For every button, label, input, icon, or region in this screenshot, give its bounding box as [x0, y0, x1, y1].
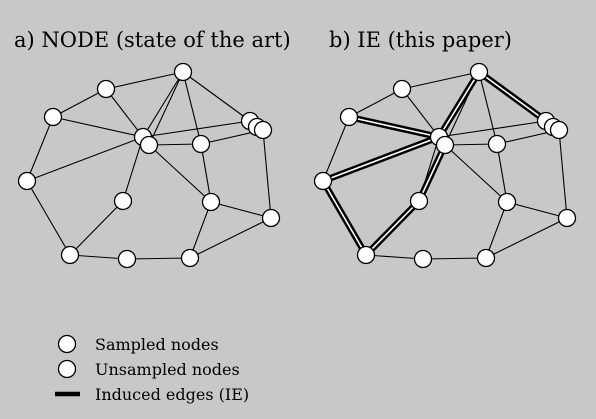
- panel-b-node: [356, 245, 376, 265]
- panel-a-node: [173, 62, 193, 82]
- panel-a-edge: [182, 71, 251, 122]
- panel-a-graph: [17, 62, 281, 269]
- panel-a-edge: [262, 129, 272, 219]
- panel-a-edge: [69, 200, 124, 256]
- legend-sampled-node: [57, 334, 77, 354]
- panel-a-node: [253, 120, 273, 140]
- panel-b-node: [476, 248, 496, 268]
- panel-b-edge: [322, 116, 350, 182]
- panel-a-edge: [189, 217, 272, 259]
- legend-unsampled-node: [57, 359, 77, 379]
- panel-a-edge: [105, 88, 144, 138]
- panel-b-induced-edge-stripe: [322, 180, 367, 256]
- legend-unsampled-label: Unsampled nodes: [95, 360, 240, 379]
- panel-b-edge: [496, 143, 508, 203]
- panel-b-edge: [438, 120, 547, 138]
- panel-b-edge: [401, 71, 480, 90]
- panel-a-node: [43, 107, 63, 127]
- panel-b-edge: [444, 144, 508, 203]
- panel-b-edge: [485, 201, 508, 259]
- panel-b-induced-edge-stripe: [348, 116, 440, 138]
- panel-b-node: [409, 191, 429, 211]
- panel-a-edge: [142, 120, 251, 138]
- panel-b-node: [313, 171, 333, 191]
- panel-b-induced-edge-stripe: [418, 144, 446, 202]
- panel-a-node: [180, 248, 200, 268]
- panel-a-edge: [26, 136, 144, 182]
- panel-a-node: [96, 79, 116, 99]
- panel-a-edge: [52, 88, 107, 118]
- panel-b-edge: [478, 71, 498, 145]
- legend: Sampled nodes Unsampled nodes Induced ed…: [55, 334, 249, 404]
- panel-a-node: [17, 171, 37, 191]
- panel-b-node: [497, 192, 517, 212]
- panel-a-edge: [148, 144, 212, 203]
- panel-b-node: [435, 135, 455, 155]
- panel-a-node: [191, 134, 211, 154]
- panel-a-edge: [69, 254, 128, 260]
- panel-a-edge: [189, 201, 212, 259]
- panel-a-edge: [105, 71, 184, 90]
- panel-a-edge: [52, 116, 144, 138]
- panel-b-induced-edge-stripe: [478, 71, 547, 122]
- panel-b-edge: [485, 217, 568, 259]
- panel-b-edge: [401, 88, 440, 138]
- panel-b-induced-edge-stripe: [322, 136, 440, 182]
- panel-a-edge: [210, 201, 272, 219]
- panel-b-node: [469, 62, 489, 82]
- panel-b-node: [487, 134, 507, 154]
- panel-b-node: [339, 107, 359, 127]
- legend-sampled-label: Sampled nodes: [95, 335, 219, 354]
- panel-b-title: b) IE (this paper): [329, 28, 512, 52]
- panel-a-title: a) NODE (state of the art): [14, 28, 291, 52]
- panel-a-node: [139, 135, 159, 155]
- panel-b-induced-edge-stripe: [438, 71, 480, 138]
- panel-b-node: [413, 249, 433, 269]
- panel-b-induced-edge-stripe: [365, 200, 420, 256]
- panel-a-node: [201, 192, 221, 212]
- panel-b-edge: [422, 257, 487, 260]
- panel-b-edge: [348, 88, 403, 118]
- panel-a-edge: [182, 71, 202, 145]
- panel-a-edge: [122, 136, 144, 202]
- panel-b-node: [392, 79, 412, 99]
- legend-induced-label: Induced edges (IE): [95, 385, 249, 404]
- panel-b-node: [557, 208, 577, 228]
- panel-a-edge: [148, 71, 184, 146]
- panel-a-edge: [200, 143, 212, 203]
- panel-b-graph: [313, 62, 577, 269]
- panel-a-node: [117, 249, 137, 269]
- panel-a-edge: [126, 257, 191, 260]
- panel-b-edge: [365, 254, 424, 260]
- panel-a-node: [261, 208, 281, 228]
- panel-a-node: [113, 191, 133, 211]
- panel-b-node: [549, 120, 569, 140]
- panel-b-edge: [558, 129, 568, 219]
- panel-b-edge: [506, 201, 568, 219]
- panel-a-edge: [26, 180, 71, 256]
- panel-a-edge: [142, 71, 184, 138]
- panel-a-edge: [26, 116, 54, 182]
- panel-a-node: [60, 245, 80, 265]
